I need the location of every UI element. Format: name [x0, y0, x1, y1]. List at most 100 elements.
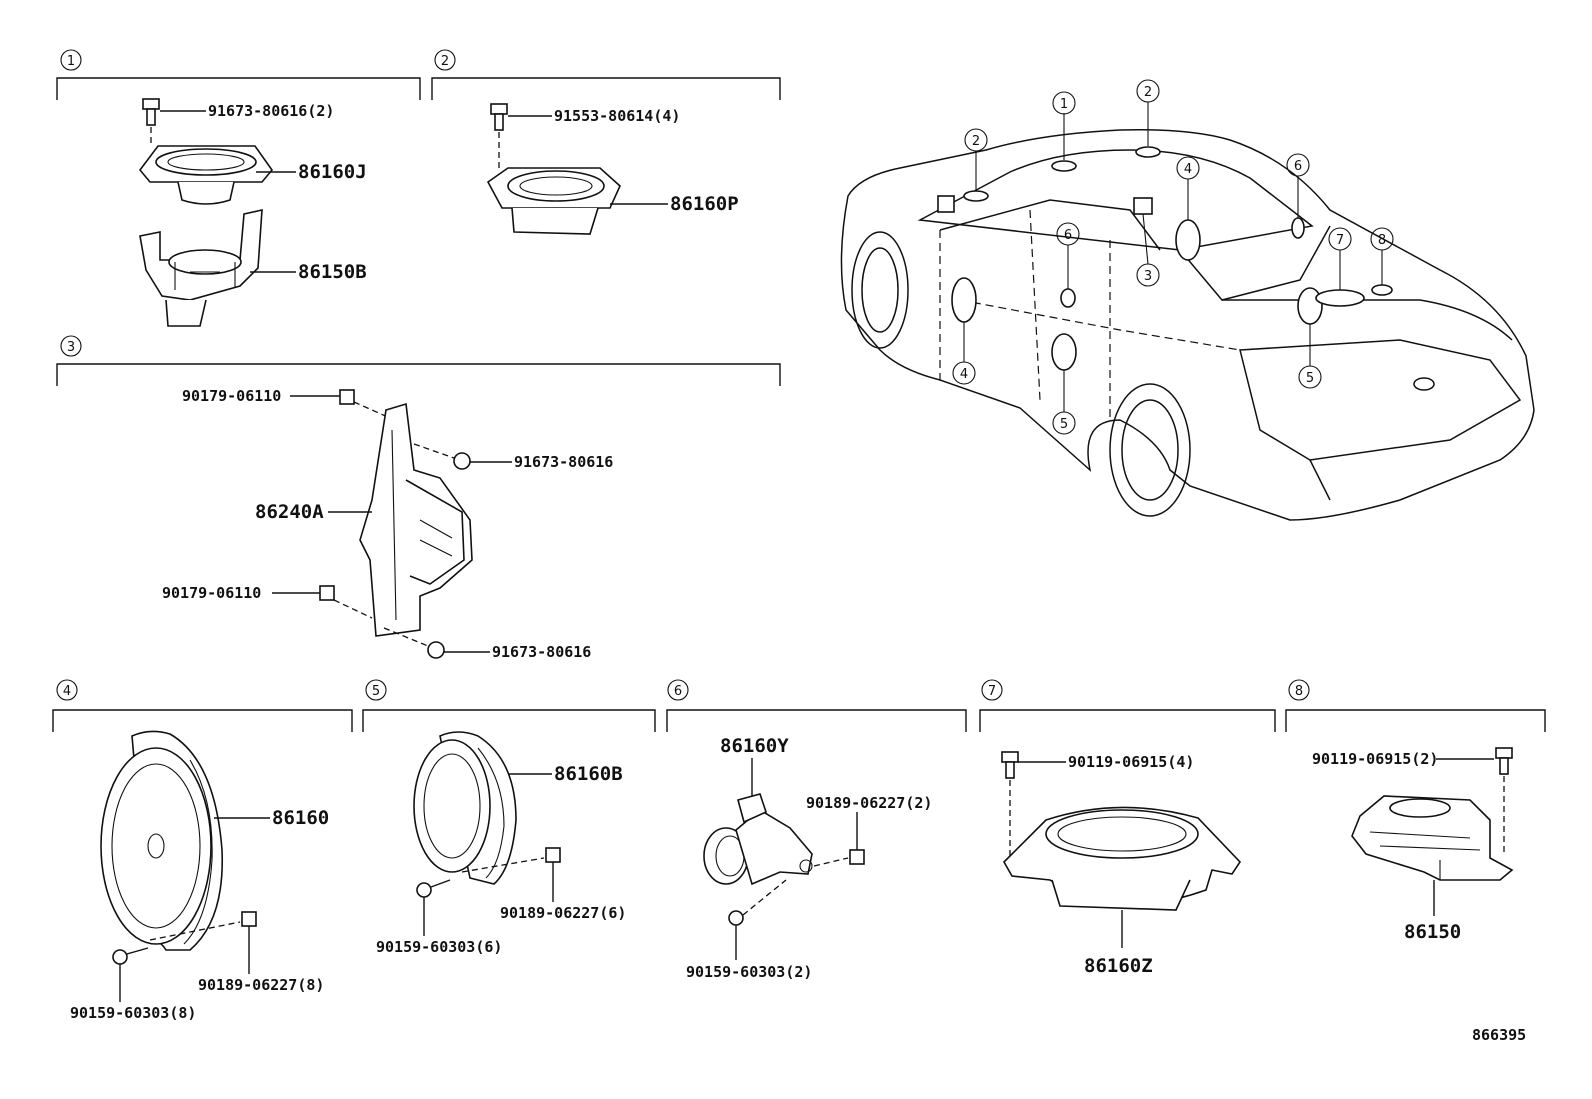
part-label-90119-06915-4: 90119-06915(4): [1068, 753, 1194, 771]
speaker-location-5-left: [1051, 333, 1077, 371]
svg-text:2: 2: [972, 134, 980, 149]
svg-text:7: 7: [1336, 233, 1344, 248]
speaker-location-6-right: [1291, 217, 1305, 239]
section-1-header: 1: [56, 49, 421, 100]
section-7-parts: 90119-06915(4) 86160Z: [1001, 751, 1242, 977]
part-label-86160P: 86160P: [670, 193, 739, 215]
part-label-90119-06915-2: 90119-06915(2): [1312, 750, 1438, 768]
part-label-86240A: 86240A: [255, 501, 324, 523]
tweeter-speaker-icon: [486, 167, 621, 235]
svg-text:4: 4: [1184, 162, 1192, 177]
clip-nut-icon: [339, 389, 355, 405]
section-7-header: 7: [979, 679, 1276, 732]
section-1-number: 1: [67, 54, 75, 69]
section-2-header: 2: [431, 49, 781, 100]
section-6-number: 6: [674, 684, 682, 699]
svg-text:6: 6: [1064, 228, 1072, 243]
subwoofer-speaker-icon: [1003, 806, 1242, 911]
part-label-86160: 86160: [272, 807, 329, 829]
bolt-icon: [490, 103, 508, 172]
part-label-86160Z: 86160Z: [1084, 955, 1153, 977]
screw-icon: [416, 879, 451, 898]
svg-text:8: 8: [1378, 233, 1386, 248]
callout-1: 1: [1052, 91, 1076, 160]
callout-4-left: 4: [952, 322, 976, 385]
section-8-number: 8: [1295, 684, 1303, 699]
section-6-parts: 86160Y 90189-06227(2) 90159-60303(2): [686, 735, 932, 981]
clip-nut-icon: [319, 585, 335, 601]
part-label-90189-06227-6: 90189-06227(6): [500, 904, 626, 922]
amplifier-module-icon: [359, 402, 473, 637]
speaker-location-3: [1133, 197, 1153, 215]
door-speaker-icon: [413, 731, 517, 885]
section-3-header: 3: [56, 335, 781, 386]
section-7-number: 7: [988, 684, 996, 699]
svg-text:3: 3: [1144, 269, 1152, 284]
speaker-location-2-left-box: [937, 195, 955, 213]
callout-7: 7: [1328, 227, 1352, 290]
speaker-location-5-right: [1297, 287, 1323, 325]
part-label-86150: 86150: [1404, 921, 1461, 943]
callout-8: 8: [1370, 227, 1394, 285]
callout-4-right: 4: [1176, 156, 1200, 220]
part-label-90189-06227-8: 90189-06227(8): [198, 976, 324, 994]
bolt-icon: [427, 641, 445, 659]
svg-text:2: 2: [1144, 85, 1152, 100]
door-speaker-icon: [100, 730, 224, 951]
speaker-location-2-left: [963, 190, 989, 202]
part-label-86160J: 86160J: [298, 161, 367, 183]
section-2-parts: 91553-80614(4) 86160P: [486, 103, 739, 235]
part-label-90179-06110-top: 90179-06110: [182, 387, 281, 405]
callout-6-left: 6: [1056, 222, 1080, 289]
screw-icon: [728, 879, 787, 926]
part-label-90159-60303-8: 90159-60303(8): [70, 1004, 196, 1022]
section-3-parts: 90179-06110 91673-80616 86240A 90179-061…: [162, 387, 613, 661]
speaker-location-4-left: [951, 277, 977, 323]
speaker-location-2-right: [1135, 146, 1161, 158]
clip-nut-icon: [545, 847, 561, 863]
section-8-parts: 90119-06915(2) 86150: [1312, 747, 1514, 943]
part-label-91673-80616-2: 91673-80616(2): [208, 102, 334, 120]
svg-text:6: 6: [1294, 159, 1302, 174]
section-4-number: 4: [63, 684, 71, 699]
bolt-icon: [1001, 751, 1019, 856]
svg-text:5: 5: [1306, 371, 1314, 386]
part-label-90159-60303-6: 90159-60303(6): [376, 938, 502, 956]
part-label-86150B: 86150B: [298, 261, 367, 283]
small-speaker-icon: [703, 793, 813, 886]
part-label-90189-06227-2: 90189-06227(2): [806, 794, 932, 812]
part-label-90159-60303-2: 90159-60303(2): [686, 963, 812, 981]
tweeter-speaker-icon: [138, 145, 274, 205]
section-4-header: 4: [52, 679, 353, 732]
part-label-86160B: 86160B: [554, 763, 623, 785]
svg-text:4: 4: [960, 367, 968, 382]
screw-icon: [112, 947, 149, 965]
section-4-parts: 86160 90189-06227(8) 90159-60303(8): [70, 730, 329, 1022]
speaker-location-1: [1051, 160, 1077, 172]
speaker-location-8: [1371, 284, 1393, 296]
section-2-number: 2: [441, 54, 449, 69]
callout-6-right: 6: [1286, 153, 1310, 218]
section-6-header: 6: [666, 679, 967, 732]
section-3-number: 3: [67, 340, 75, 355]
bolt-icon: [1495, 747, 1513, 856]
section-1-parts: 91673-80616(2) 86160J 86150B: [138, 98, 367, 327]
woofer-amplifier-module-icon: [1351, 795, 1514, 881]
section-5-parts: 86160B 90189-06227(6) 90159-60303(6): [376, 731, 626, 956]
svg-text:1: 1: [1060, 97, 1068, 112]
callout-3: 3: [1136, 213, 1160, 287]
bolt-icon: [142, 98, 160, 145]
svg-text:5: 5: [1060, 417, 1068, 432]
callout-2-left: 2: [964, 128, 988, 190]
clip-nut-icon: [241, 911, 257, 927]
speaker-location-7: [1315, 289, 1365, 307]
speaker-location-4-right: [1175, 219, 1201, 261]
part-label-91673-80616-top: 91673-80616: [514, 453, 613, 471]
speaker-location-6-left: [1060, 288, 1076, 308]
section-8-header: 8: [1285, 679, 1546, 732]
section-5-number: 5: [372, 684, 380, 699]
part-label-91673-80616-bottom: 91673-80616: [492, 643, 591, 661]
clip-nut-icon: [849, 849, 865, 865]
callout-5-right: 5: [1298, 324, 1322, 389]
